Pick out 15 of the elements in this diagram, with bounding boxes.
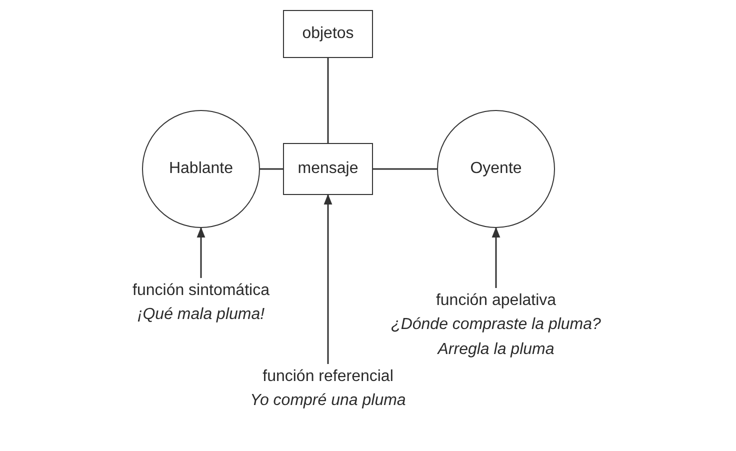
concept-box: objetos [283,10,373,58]
function-label: función sintomática [132,281,270,301]
concept-box: mensaje [283,143,373,195]
arrow [196,226,206,278]
connector-line [373,168,437,170]
example-sentence: ¡Qué mala pluma! [137,305,265,325]
example-sentence: Yo compré una pluma [250,391,406,411]
function-label: función apelativa [436,291,556,311]
arrow [324,194,332,364]
connector-line [327,58,329,143]
function-label: función referencial [262,367,394,387]
arrow [492,226,500,288]
example-sentence: ¿Dónde compraste la pluma? [391,315,601,335]
connector-line [260,168,283,170]
example-sentence: Arregla la pluma [438,340,554,360]
